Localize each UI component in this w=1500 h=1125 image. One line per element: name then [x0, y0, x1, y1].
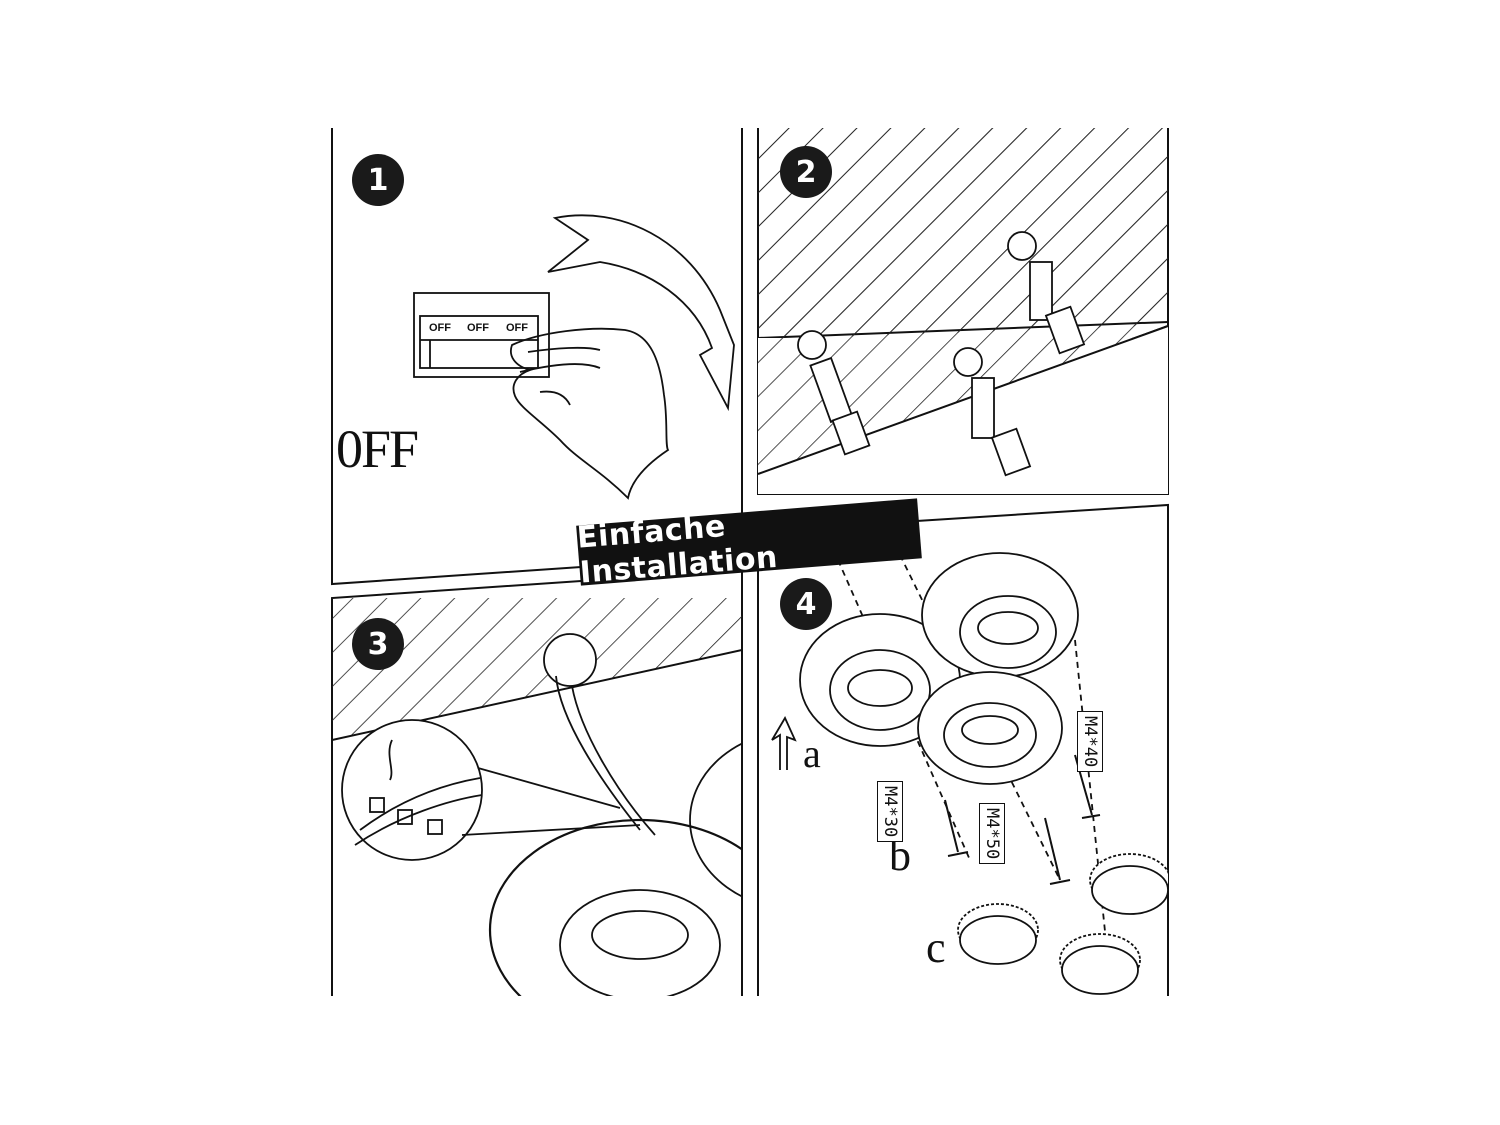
panel-2-artwork	[758, 128, 1168, 494]
switch-plate	[413, 292, 550, 378]
step-number: 1	[367, 162, 389, 198]
bulbs	[957, 853, 1168, 995]
step-badge-4: 4	[780, 578, 832, 630]
panel-3-artwork	[332, 598, 742, 996]
switch-label-2: OFF	[467, 322, 489, 334]
step-badge-2: 2	[780, 146, 832, 198]
part-label-a: a	[803, 731, 821, 776]
hand-outline	[510, 327, 670, 500]
screw-tag-m4-30: M4*30	[877, 781, 903, 843]
panel-3-frame	[331, 568, 743, 996]
screw-tag-m4-40: M4*40	[1077, 711, 1103, 773]
screws	[944, 754, 1101, 885]
panel-1-frame	[331, 128, 743, 586]
rotate-arrow	[547, 214, 735, 412]
switch-label-1: OFF	[429, 322, 451, 334]
up-arrow	[771, 716, 797, 770]
zoom-inset	[341, 719, 483, 861]
part-label-c: c	[926, 923, 946, 972]
lamp-ring-front	[917, 671, 1063, 785]
part-label-b: b	[889, 831, 911, 880]
bulb-3	[1089, 853, 1168, 915]
step-number: 3	[367, 626, 389, 662]
panel-1-artwork	[413, 214, 735, 500]
ceiling-hole	[543, 633, 597, 687]
step-number: 4	[795, 586, 817, 622]
switch-label-3: OFF	[506, 322, 528, 334]
bulb-2	[1059, 933, 1141, 995]
cable	[555, 675, 641, 831]
power-state-label: 0FF	[336, 419, 419, 479]
wall-plug-1	[797, 330, 871, 456]
wall-plug-3	[1007, 231, 1086, 355]
bulb-1	[957, 903, 1039, 965]
step-badge-1: 1	[352, 154, 404, 206]
switch-body	[419, 315, 539, 369]
screw-tag-m4-50: M4*50	[979, 803, 1005, 865]
step-badge-3: 3	[352, 618, 404, 670]
step-number: 2	[795, 154, 817, 190]
panel-4-frame	[757, 503, 1169, 996]
wall-plug-2	[953, 347, 1032, 477]
lamp-ring	[488, 818, 742, 996]
lamp-ring-right	[921, 552, 1079, 678]
wall-plugs	[797, 231, 1086, 477]
panel-4-artwork	[771, 552, 1168, 995]
